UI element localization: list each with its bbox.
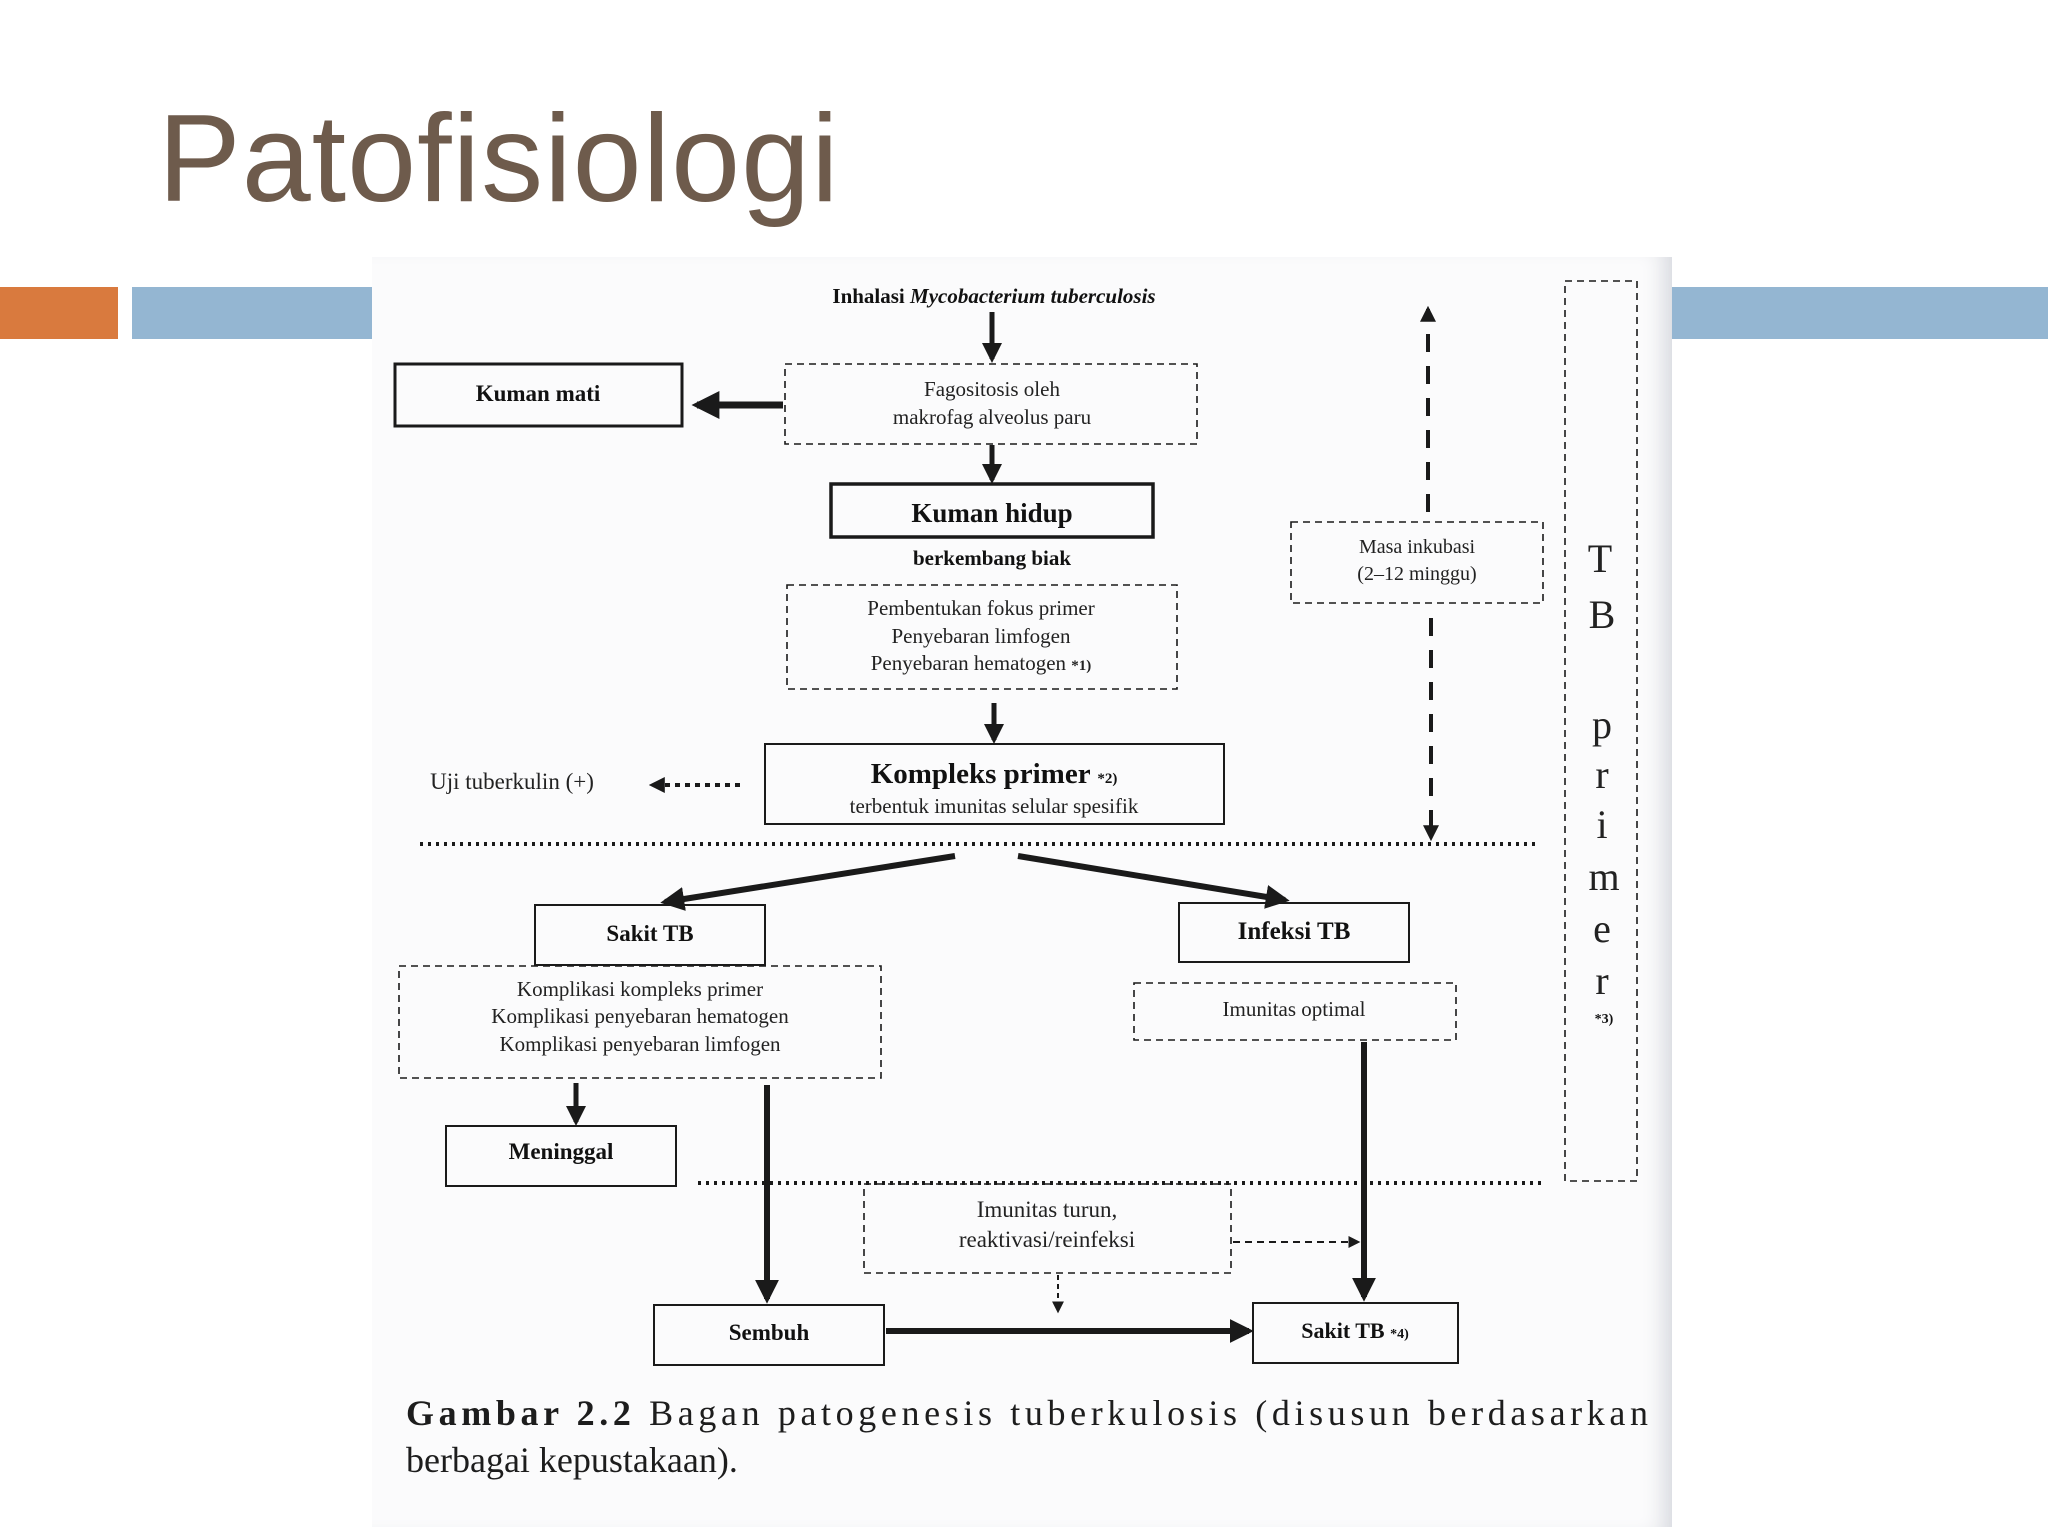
kuman-hidup-label: Kuman hidup [911, 498, 1072, 528]
tb-primer-letter: i [1596, 802, 1607, 847]
komplikasi-line-2: Komplikasi penyebaran hematogen [491, 1004, 789, 1028]
imunitas-turun-line-2: reaktivasi/reinfeksi [959, 1227, 1135, 1252]
kompleks-primer-box [764, 743, 1225, 825]
tb-primer-letter: e [1593, 906, 1611, 951]
kompleks-primer-label: Kompleks primer *2) [871, 758, 1118, 790]
tb-primer-vertical-label: T B p r i m e r [1588, 536, 1620, 1003]
imunitas-optimal-box [1133, 982, 1457, 1041]
imunitas-optimal-label: Imunitas optimal [1223, 997, 1366, 1021]
tb-primer-letter: r [1595, 958, 1608, 1003]
tb-primer-box [1564, 280, 1638, 1182]
imunitas-turun-line-1: Imunitas turun, [977, 1197, 1118, 1222]
komplikasi-line-3: Komplikasi penyebaran limfogen [499, 1032, 781, 1056]
pembentukan-box [786, 584, 1178, 690]
kompleks-primer-subtitle: terbentuk imunitas selular spesifik [850, 794, 1139, 818]
komplikasi-box [398, 965, 882, 1079]
fagositosis-box [784, 363, 1198, 445]
arrow-to-sakit-tb [660, 853, 956, 911]
masa-inkubasi-line-1: Masa inkubasi [1359, 536, 1476, 558]
tb-primer-letter: r [1595, 752, 1608, 797]
meninggal-box [445, 1125, 677, 1187]
kuman-mati-box [393, 362, 684, 428]
pembentukan-line-1: Pembentukan fokus primer [867, 596, 1094, 620]
tb-primer-letter: m [1588, 854, 1619, 899]
masa-inkubasi-box [1290, 521, 1544, 604]
arrow-to-infeksi-tb [1017, 853, 1290, 909]
komplikasi-line-1: Komplikasi kompleks primer [517, 977, 763, 1001]
kuman-mati-label: Kuman mati [476, 381, 601, 406]
infeksi-tb-box [1178, 902, 1410, 963]
berkembang-biak-label: berkembang biak [913, 546, 1071, 570]
imunitas-turun-box [863, 1183, 1232, 1274]
accent-bar-blue-right [1672, 287, 2048, 339]
fagositosis-line-2: makrofag alveolus paru [893, 405, 1092, 429]
accent-bar-orange [0, 287, 118, 339]
fagositosis-line-1: Fagositosis oleh [924, 377, 1060, 401]
pembentukan-line-2: Penyebaran limfogen [891, 624, 1071, 648]
scanned-figure [372, 257, 1672, 1527]
tb-primer-note: *3) [1595, 1012, 1614, 1027]
tb-primer-letter: p [1592, 702, 1612, 747]
accent-bar-blue-left [132, 287, 372, 339]
pembentukan-line-3: Penyebaran hematogen *1) [871, 651, 1092, 675]
infeksi-tb-label: Infeksi TB [1238, 918, 1351, 945]
tb-primer-letter: T [1588, 536, 1612, 581]
sakit-tb-label: Sakit TB [606, 921, 693, 946]
uji-tuberkulin-label: Uji tuberkulin (+) [430, 769, 594, 794]
slide-title: Patofisiologi [158, 90, 840, 228]
sakit-tb-final-label: Sakit TB *4) [1301, 1318, 1409, 1343]
figure-caption-line-1: Gambar 2.2 Bagan patogenesis tuberkulosi… [406, 1393, 1648, 1433]
figure-caption-line-2: berbagai kepustakaan). [406, 1440, 738, 1480]
meninggal-label: Meninggal [509, 1139, 614, 1164]
masa-inkubasi-line-2: (2–12 minggu) [1357, 563, 1476, 585]
sembuh-label: Sembuh [729, 1320, 810, 1345]
kuman-hidup-box [829, 482, 1155, 539]
sembuh-box [653, 1304, 885, 1366]
inhalasi-label: Inhalasi Mycobacterium tuberculosis [832, 284, 1155, 308]
sakit-tb-box [534, 904, 766, 966]
tb-primer-letter: B [1589, 592, 1616, 637]
